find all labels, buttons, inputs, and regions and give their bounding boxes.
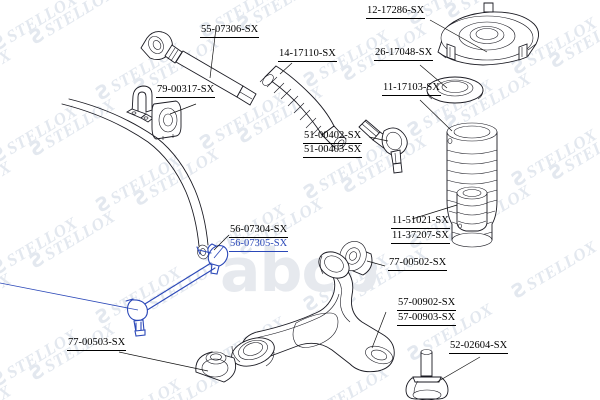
- label-control-arm-left[interactable]: 57-00902-SX: [397, 297, 457, 311]
- label-outer-tie-rod-left[interactable]: 51-00402-SX: [303, 130, 363, 144]
- label-bump-stop-b[interactable]: 11-37207-SX: [391, 230, 450, 244]
- label-bump-stop-a[interactable]: 11-51021-SX: [391, 215, 450, 229]
- inner-tie-rod-part: [140, 31, 257, 106]
- outer-tie-rod-part: [358, 119, 408, 174]
- label-strut-mount[interactable]: 12-17286-SX: [366, 5, 426, 19]
- strut-bearing-part: [426, 76, 484, 104]
- label-control-arm-right[interactable]: 57-00903-SX: [397, 312, 457, 326]
- arm-bushing-front-part: [195, 351, 237, 383]
- bump-stop-part: [456, 186, 488, 232]
- ball-joint-part: [405, 349, 449, 400]
- label-stabilizer-bushing[interactable]: 79-00317-SX: [156, 84, 216, 98]
- stabilizer-bushing-part: [151, 100, 182, 140]
- stabilizer-bracket-part: [126, 85, 154, 123]
- label-strut-bearing[interactable]: 26-17048-SX: [374, 47, 434, 61]
- strut-mount-part: [437, 2, 539, 66]
- label-ball-joint[interactable]: 52-02604-SX: [449, 340, 509, 354]
- label-stab-link-left[interactable]: 56-07304-SX: [229, 224, 289, 238]
- label-stab-link-right[interactable]: 56-07305-SX: [229, 238, 289, 252]
- label-bump-stop-boot[interactable]: 11-17103-SX: [382, 82, 441, 96]
- steering-boot-part: [259, 65, 347, 150]
- label-arm-bushing-rear[interactable]: 77-00502-SX: [388, 257, 448, 271]
- label-arm-bushing-front[interactable]: 77-00503-SX: [67, 337, 127, 351]
- label-steering-boot[interactable]: 14-17110-SX: [278, 48, 337, 62]
- stabilizer-link-part: [125, 243, 229, 337]
- control-arm-part: [231, 251, 395, 373]
- label-inner-tie-rod[interactable]: 55-07306-SX: [200, 24, 260, 38]
- label-outer-tie-rod-right[interactable]: 51-00403-SX: [303, 144, 363, 158]
- stabilizer-bar-part: [61, 98, 209, 260]
- leader-lines: [0, 19, 488, 383]
